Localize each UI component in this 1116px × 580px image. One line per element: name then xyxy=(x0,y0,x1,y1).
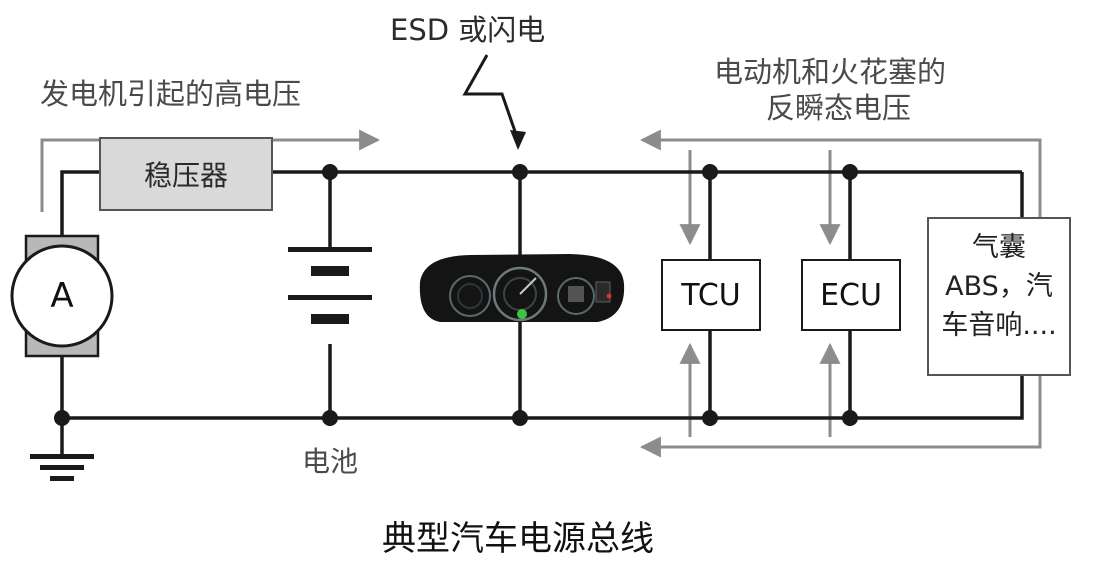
battery-symbol xyxy=(288,247,372,324)
battery-label: 电池 xyxy=(302,445,359,478)
ecu-label: ECU xyxy=(820,277,882,313)
ground-bus xyxy=(60,355,1024,455)
transient-return-arrow-bottom xyxy=(639,372,1042,458)
tcu-label: TCU xyxy=(681,277,741,313)
ecu-box xyxy=(801,259,901,331)
positive-bus xyxy=(60,170,1024,236)
lightning-bolt-icon xyxy=(462,54,526,150)
junction-dots xyxy=(54,164,858,426)
motor-spark-label-line2: 反瞬态电压 xyxy=(766,91,912,125)
esd-label: ESD 或闪电 xyxy=(390,13,546,47)
instrument-cluster-icon xyxy=(419,254,625,322)
motor-spark-label-line1: 电动机和火花塞的 xyxy=(714,55,947,89)
alternator-symbol xyxy=(10,234,114,358)
regulator-label: 稳压器 xyxy=(143,159,228,192)
airbag-abs-box xyxy=(927,217,1071,376)
tcu-box xyxy=(661,259,761,331)
alternator-label: A xyxy=(50,276,74,316)
airbag-abs-label: 气囊 ABS，汽 车音响.... xyxy=(928,228,1070,345)
generator-overvoltage-label: 发电机引起的高电压 xyxy=(40,77,302,111)
ground-icon xyxy=(30,454,94,481)
diagram-caption: 典型汽车电源总线 xyxy=(382,519,654,559)
airbag-label-line3: 车音响.... xyxy=(941,310,1057,341)
airbag-label-line2: ABS，汽 xyxy=(945,271,1053,302)
transient-return-arrow-top xyxy=(639,129,1042,218)
regulator-box xyxy=(99,137,273,211)
airbag-label-line1: 气囊 xyxy=(972,232,1026,263)
